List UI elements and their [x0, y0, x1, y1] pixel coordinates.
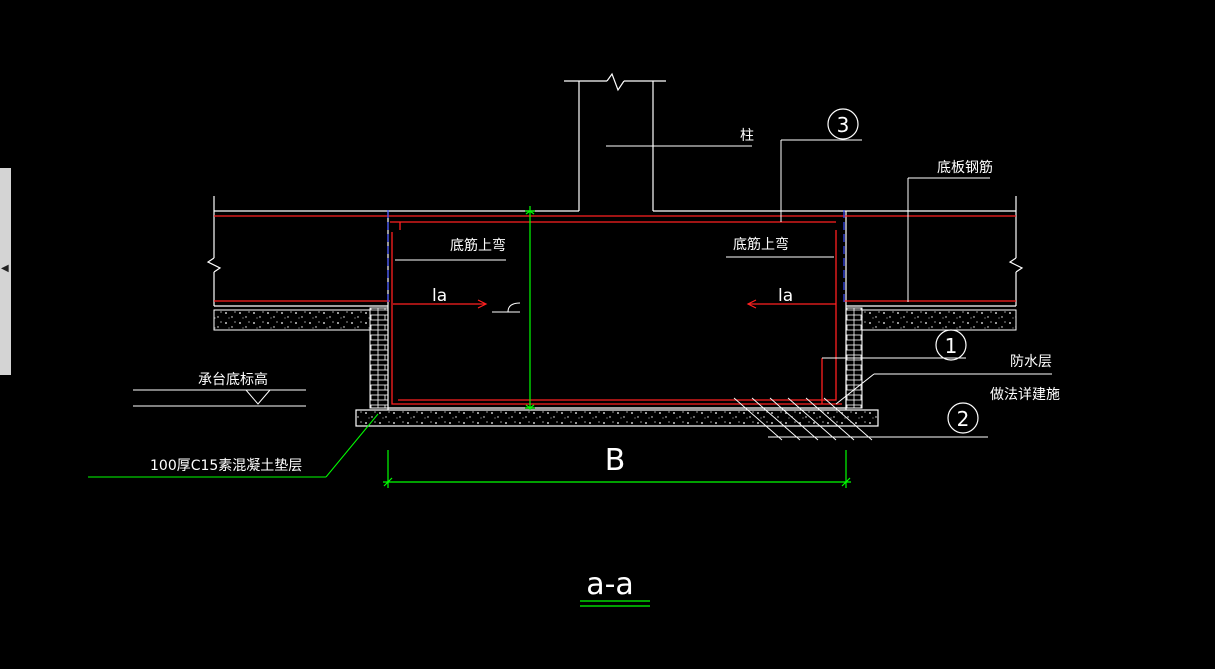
- cushion-leader: [88, 413, 379, 478]
- pile-cap-elevation-label: 承台底标高: [198, 371, 268, 388]
- callout-3-text: 3: [837, 113, 850, 137]
- collapse-arrow-icon[interactable]: ◀: [1, 263, 9, 274]
- hatch-marks: [733, 397, 873, 441]
- waterproof-layer-label: 防水层: [1010, 354, 1052, 370]
- bottom-slab-rebar-label: 底板钢筋: [937, 159, 993, 176]
- slab-cushion-right: [861, 309, 1017, 331]
- callout-2-text: 2: [957, 407, 970, 431]
- bend-up-label-right: 底筋上弯: [733, 236, 789, 253]
- section-title-underline: [580, 600, 650, 607]
- cushion-layer-label: 100厚C15素混凝土垫层: [150, 458, 302, 474]
- brick-wall-left: [369, 307, 389, 409]
- slab-outline: [206, 196, 1024, 307]
- width-dimension: [383, 450, 851, 488]
- callout-circle-3: 3: [827, 108, 859, 140]
- bend-up-label-left: 底筋上弯: [450, 237, 506, 254]
- la-label-left: la: [432, 286, 447, 306]
- waterproof-detail-label: 做法详建施: [990, 387, 1060, 403]
- height-dimension: [525, 206, 535, 410]
- side-panel-tab[interactable]: ◀: [0, 168, 11, 375]
- la-arrow-left: [477, 299, 488, 309]
- rebar-lines: [214, 215, 1016, 405]
- callout-circle-1: 1: [935, 329, 967, 361]
- la-arrow-right: [746, 299, 757, 309]
- width-B-label: B: [605, 443, 626, 478]
- column-label: 柱: [740, 128, 754, 144]
- leader-lines: [133, 139, 1052, 438]
- section-title: a-a: [586, 567, 634, 602]
- pile-cap-outline: [387, 211, 847, 410]
- slab-cushion-left: [213, 309, 371, 331]
- hidden-lines: [387, 210, 845, 306]
- bar-hook-symbol: [492, 302, 521, 313]
- callout-1-text: 1: [945, 334, 958, 358]
- la-label-right: la: [778, 286, 793, 306]
- column-outline: [564, 72, 666, 211]
- callout-circle-2: 2: [947, 402, 979, 434]
- cushion-layer: [355, 409, 879, 427]
